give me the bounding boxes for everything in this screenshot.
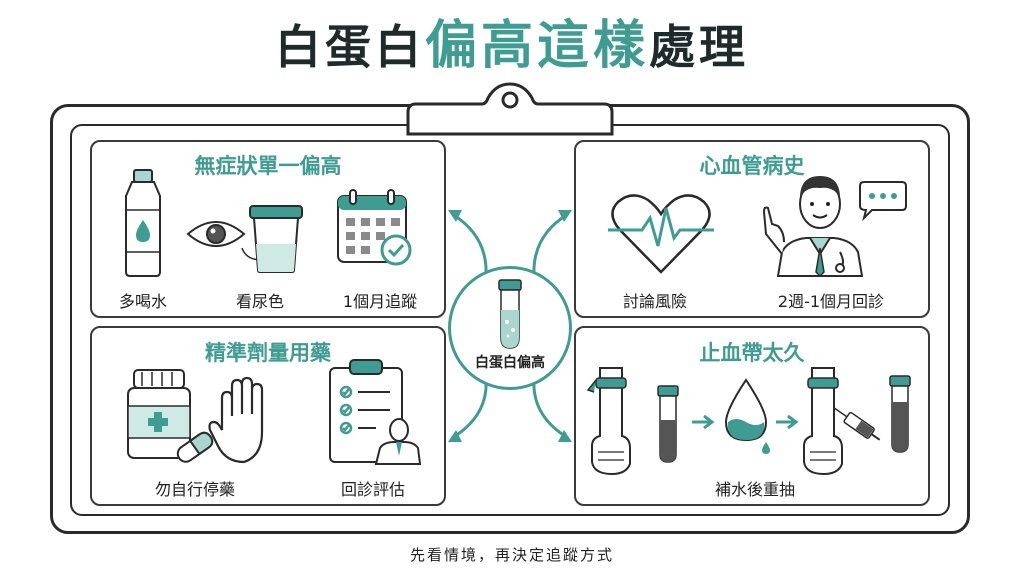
- panel-asymptomatic-title: 無症狀單一偏高: [194, 154, 342, 178]
- item-monthly-followup: 1個月追蹤: [342, 292, 418, 311]
- panel-tourniquet-title: 止血帶太久: [699, 341, 805, 365]
- title-part2: 處理: [649, 20, 749, 74]
- heart-pulse-icon: [608, 194, 714, 274]
- urine-cup-icon: [249, 205, 303, 273]
- item-discuss-risk: 討論風險: [622, 292, 687, 311]
- stop-hand-icon: [208, 376, 264, 464]
- blood-tube-icon: [657, 385, 679, 463]
- medicine-bottle-icon: [127, 369, 214, 463]
- clipboard-clip-icon: [406, 82, 614, 136]
- blood-tube-full-icon: [889, 375, 911, 453]
- footer-caption: 先看情境，再決定追蹤方式: [409, 546, 614, 564]
- clipboard-checklist-icon: [329, 359, 422, 465]
- item-no-self-stop: 勿自行停藥: [154, 480, 235, 499]
- panel-medication-title: 精準劑量用藥: [205, 341, 331, 365]
- water-drop-icon: [724, 378, 770, 454]
- test-tube-icon: [498, 279, 522, 349]
- doctor-icon: [762, 176, 864, 278]
- item-check-urine: 看尿色: [235, 292, 284, 311]
- page-title: 白蛋白偏高這樣處理: [0, 14, 1024, 79]
- speech-bubble-icon: [859, 181, 907, 222]
- arrow-right-icon: [776, 414, 799, 430]
- title-accent: 偏高這樣: [424, 16, 649, 76]
- arrow-right-icon: [692, 414, 715, 430]
- eye-icon: [186, 221, 246, 247]
- arm-tourniquet-icon: [586, 367, 631, 476]
- calendar-check-icon: [337, 189, 412, 266]
- arm-syringe-icon: [803, 367, 881, 476]
- item-drink-water: 多喝水: [118, 292, 167, 311]
- item-revisit-evaluate: 回診評估: [340, 480, 405, 499]
- panel-cardio-title: 心血管病史: [699, 154, 805, 178]
- item-rehydrate-redraw: 補水後重抽: [714, 480, 795, 499]
- item-followup-visit: 2週-1個月回診: [777, 292, 885, 311]
- water-bottle-icon: [125, 169, 161, 277]
- title-part1: 白蛋白: [274, 20, 425, 74]
- center-label: 白蛋白偏高: [475, 355, 545, 371]
